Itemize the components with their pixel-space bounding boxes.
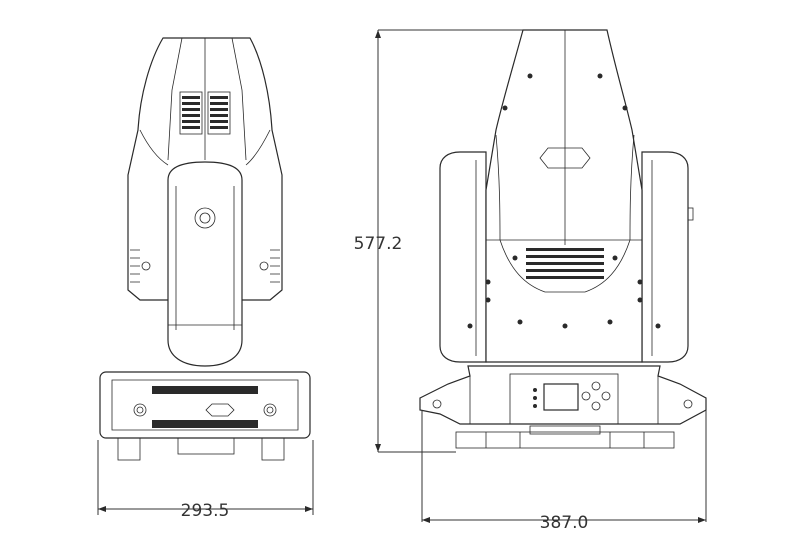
front-view — [419, 29, 707, 449]
dimension-front-width: 387.0 — [421, 410, 707, 533]
dimension-side-width: 293.5 — [97, 440, 314, 521]
button-down[interactable] — [591, 401, 601, 411]
side-vent-grille — [179, 91, 231, 135]
button-left[interactable] — [581, 391, 591, 401]
logo-plate — [539, 147, 591, 169]
button-right[interactable] — [601, 391, 611, 401]
control-panel — [509, 373, 619, 425]
dimension-label-front-width: 387.0 — [540, 513, 589, 533]
dimension-label-height: 577.2 — [354, 234, 403, 254]
front-vent-grille — [526, 248, 604, 279]
dimension-label-side-width: 293.5 — [181, 501, 230, 521]
lcd-display — [543, 383, 579, 411]
side-view — [99, 37, 311, 461]
dimension-height: 577.2 — [354, 29, 523, 453]
button-up[interactable] — [591, 381, 601, 391]
